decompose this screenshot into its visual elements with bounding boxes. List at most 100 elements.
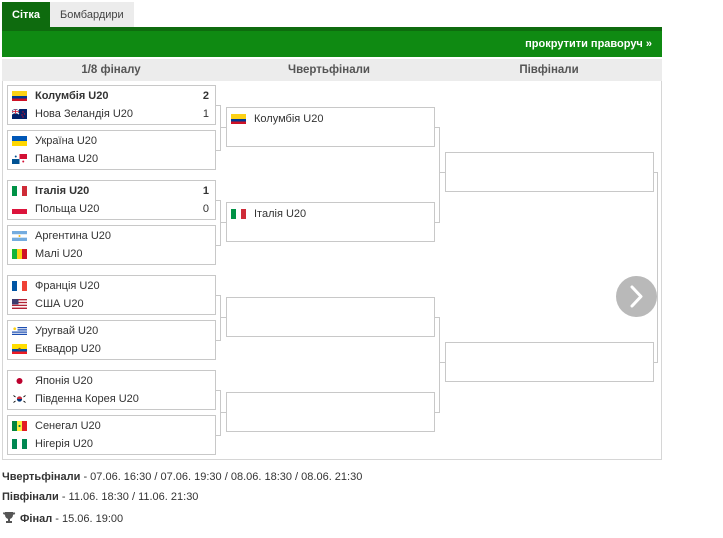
poland-flag-icon	[12, 204, 27, 214]
sf-match[interactable]	[445, 152, 654, 192]
bracket-connector	[220, 317, 226, 318]
team-row[interactable]: Уругвай U20	[8, 322, 215, 340]
schedule-sf: Півфінали - 11.06. 18:30 / 11.06. 21:30	[2, 491, 198, 503]
team-name: Франція U20	[35, 280, 100, 292]
team-name: Аргентина U20	[35, 230, 112, 242]
team-name: Еквадор U20	[35, 343, 101, 355]
team-row[interactable]: Франція U20	[8, 277, 215, 295]
schedule-sf-dates: - 11.06. 18:30 / 11.06. 21:30	[58, 491, 199, 503]
scroll-bar: прокрутити праворуч »	[2, 31, 662, 57]
bracket-connector	[220, 222, 226, 223]
qf-match[interactable]	[226, 297, 435, 337]
team-row[interactable]: Колумбія U20 2	[8, 87, 215, 105]
italy-flag-icon	[12, 186, 27, 196]
ecuador-flag-icon	[12, 344, 27, 354]
bracket-connector	[220, 295, 221, 341]
team-name: Україна U20	[35, 135, 98, 147]
next-round-button[interactable]	[616, 276, 657, 317]
bracket-panel	[2, 81, 662, 460]
bracket-connector	[216, 390, 221, 391]
round-header-bar: 1/8 фіналу Чвертьфінали Півфінали	[2, 59, 662, 81]
schedule-qf-label: Чвертьфінали	[2, 471, 81, 483]
bracket-connector	[220, 105, 221, 151]
bracket-connector	[435, 127, 440, 128]
team-name: Уругвай U20	[35, 325, 99, 337]
new-zealand-flag-icon	[12, 109, 27, 119]
schedule-final-label: Фінал	[20, 513, 53, 525]
team-score: 1	[202, 108, 209, 120]
qf-match[interactable]	[226, 392, 435, 432]
bracket-connector	[220, 412, 226, 413]
team-name: Південна Корея U20	[35, 393, 139, 405]
chevron-right-icon	[630, 285, 643, 308]
nigeria-flag-icon	[12, 439, 27, 449]
schedule-qf-dates: - 07.06. 16:30 / 07.06. 19:30 / 08.06. 1…	[80, 471, 363, 483]
schedule-sf-label: Півфінали	[2, 491, 59, 503]
tab-grid[interactable]: Сітка	[2, 2, 51, 28]
bracket-connector	[216, 105, 221, 106]
team-name: Колумбія U20	[254, 113, 324, 125]
team-row[interactable]: Україна U20	[8, 132, 215, 150]
team-row[interactable]: Колумбія U20	[227, 110, 434, 128]
schedule-final-dates: - 15.06. 19:00	[52, 513, 124, 525]
bracket-connector	[216, 295, 221, 296]
team-row[interactable]: Еквадор U20	[8, 340, 215, 358]
team-name: Панама U20	[35, 153, 99, 165]
round-title-sf: Півфінали	[519, 64, 579, 76]
bracket-connector	[216, 200, 221, 201]
team-name: Нігерія U20	[35, 438, 94, 450]
team-row[interactable]: Панама U20	[8, 150, 215, 168]
bracket-connector	[439, 317, 440, 413]
team-score: 2	[202, 90, 209, 102]
team-name: США U20	[35, 298, 84, 310]
mali-flag-icon	[12, 249, 27, 259]
italy-flag-icon	[231, 209, 246, 219]
bracket-connector	[657, 172, 658, 363]
bracket-connector	[216, 150, 221, 151]
france-flag-icon	[12, 281, 27, 291]
team-row[interactable]: Сенегал U20	[8, 417, 215, 435]
round-title-r16: 1/8 фіналу	[81, 64, 141, 76]
round-title-qf: Чвертьфінали	[288, 64, 370, 76]
colombia-flag-icon	[231, 114, 246, 124]
bracket-connector	[216, 340, 221, 341]
team-row[interactable]: Італія U20	[227, 205, 434, 223]
qf-match[interactable]: Колумбія U20	[226, 107, 435, 147]
team-row[interactable]: Нова Зеландія U20 1	[8, 105, 215, 123]
tab-scorers[interactable]: Бомбардири	[50, 2, 134, 28]
team-row[interactable]: Японія U20	[8, 372, 215, 390]
bracket-connector	[439, 127, 440, 223]
ukraine-flag-icon	[12, 136, 27, 146]
bracket-connector	[435, 412, 440, 413]
team-row[interactable]: Нігерія U20	[8, 435, 215, 453]
bracket-connector	[439, 172, 445, 173]
team-name: Польща U20	[35, 203, 100, 215]
team-row[interactable]: Аргентина U20	[8, 227, 215, 245]
panama-flag-icon	[12, 154, 27, 164]
colombia-flag-icon	[12, 91, 27, 101]
scroll-right-link[interactable]: прокрутити праворуч »	[525, 38, 652, 50]
qf-match[interactable]: Італія U20	[226, 202, 435, 242]
senegal-flag-icon	[12, 421, 27, 431]
team-row[interactable]: Польща U20 0	[8, 200, 215, 218]
team-row[interactable]: Південна Корея U20	[8, 390, 215, 408]
team-name: Колумбія U20	[35, 90, 109, 102]
team-row[interactable]: Малі U20	[8, 245, 215, 263]
team-score: 0	[202, 203, 209, 215]
team-name: Італія U20	[254, 208, 307, 220]
team-name: Нова Зеландія U20	[35, 108, 134, 120]
bracket-connector	[435, 317, 440, 318]
bracket-connector	[220, 200, 221, 246]
team-row[interactable]: США U20	[8, 295, 215, 313]
tab-bar: Сітка Бомбардири	[2, 2, 134, 28]
sf-match[interactable]	[445, 342, 654, 382]
